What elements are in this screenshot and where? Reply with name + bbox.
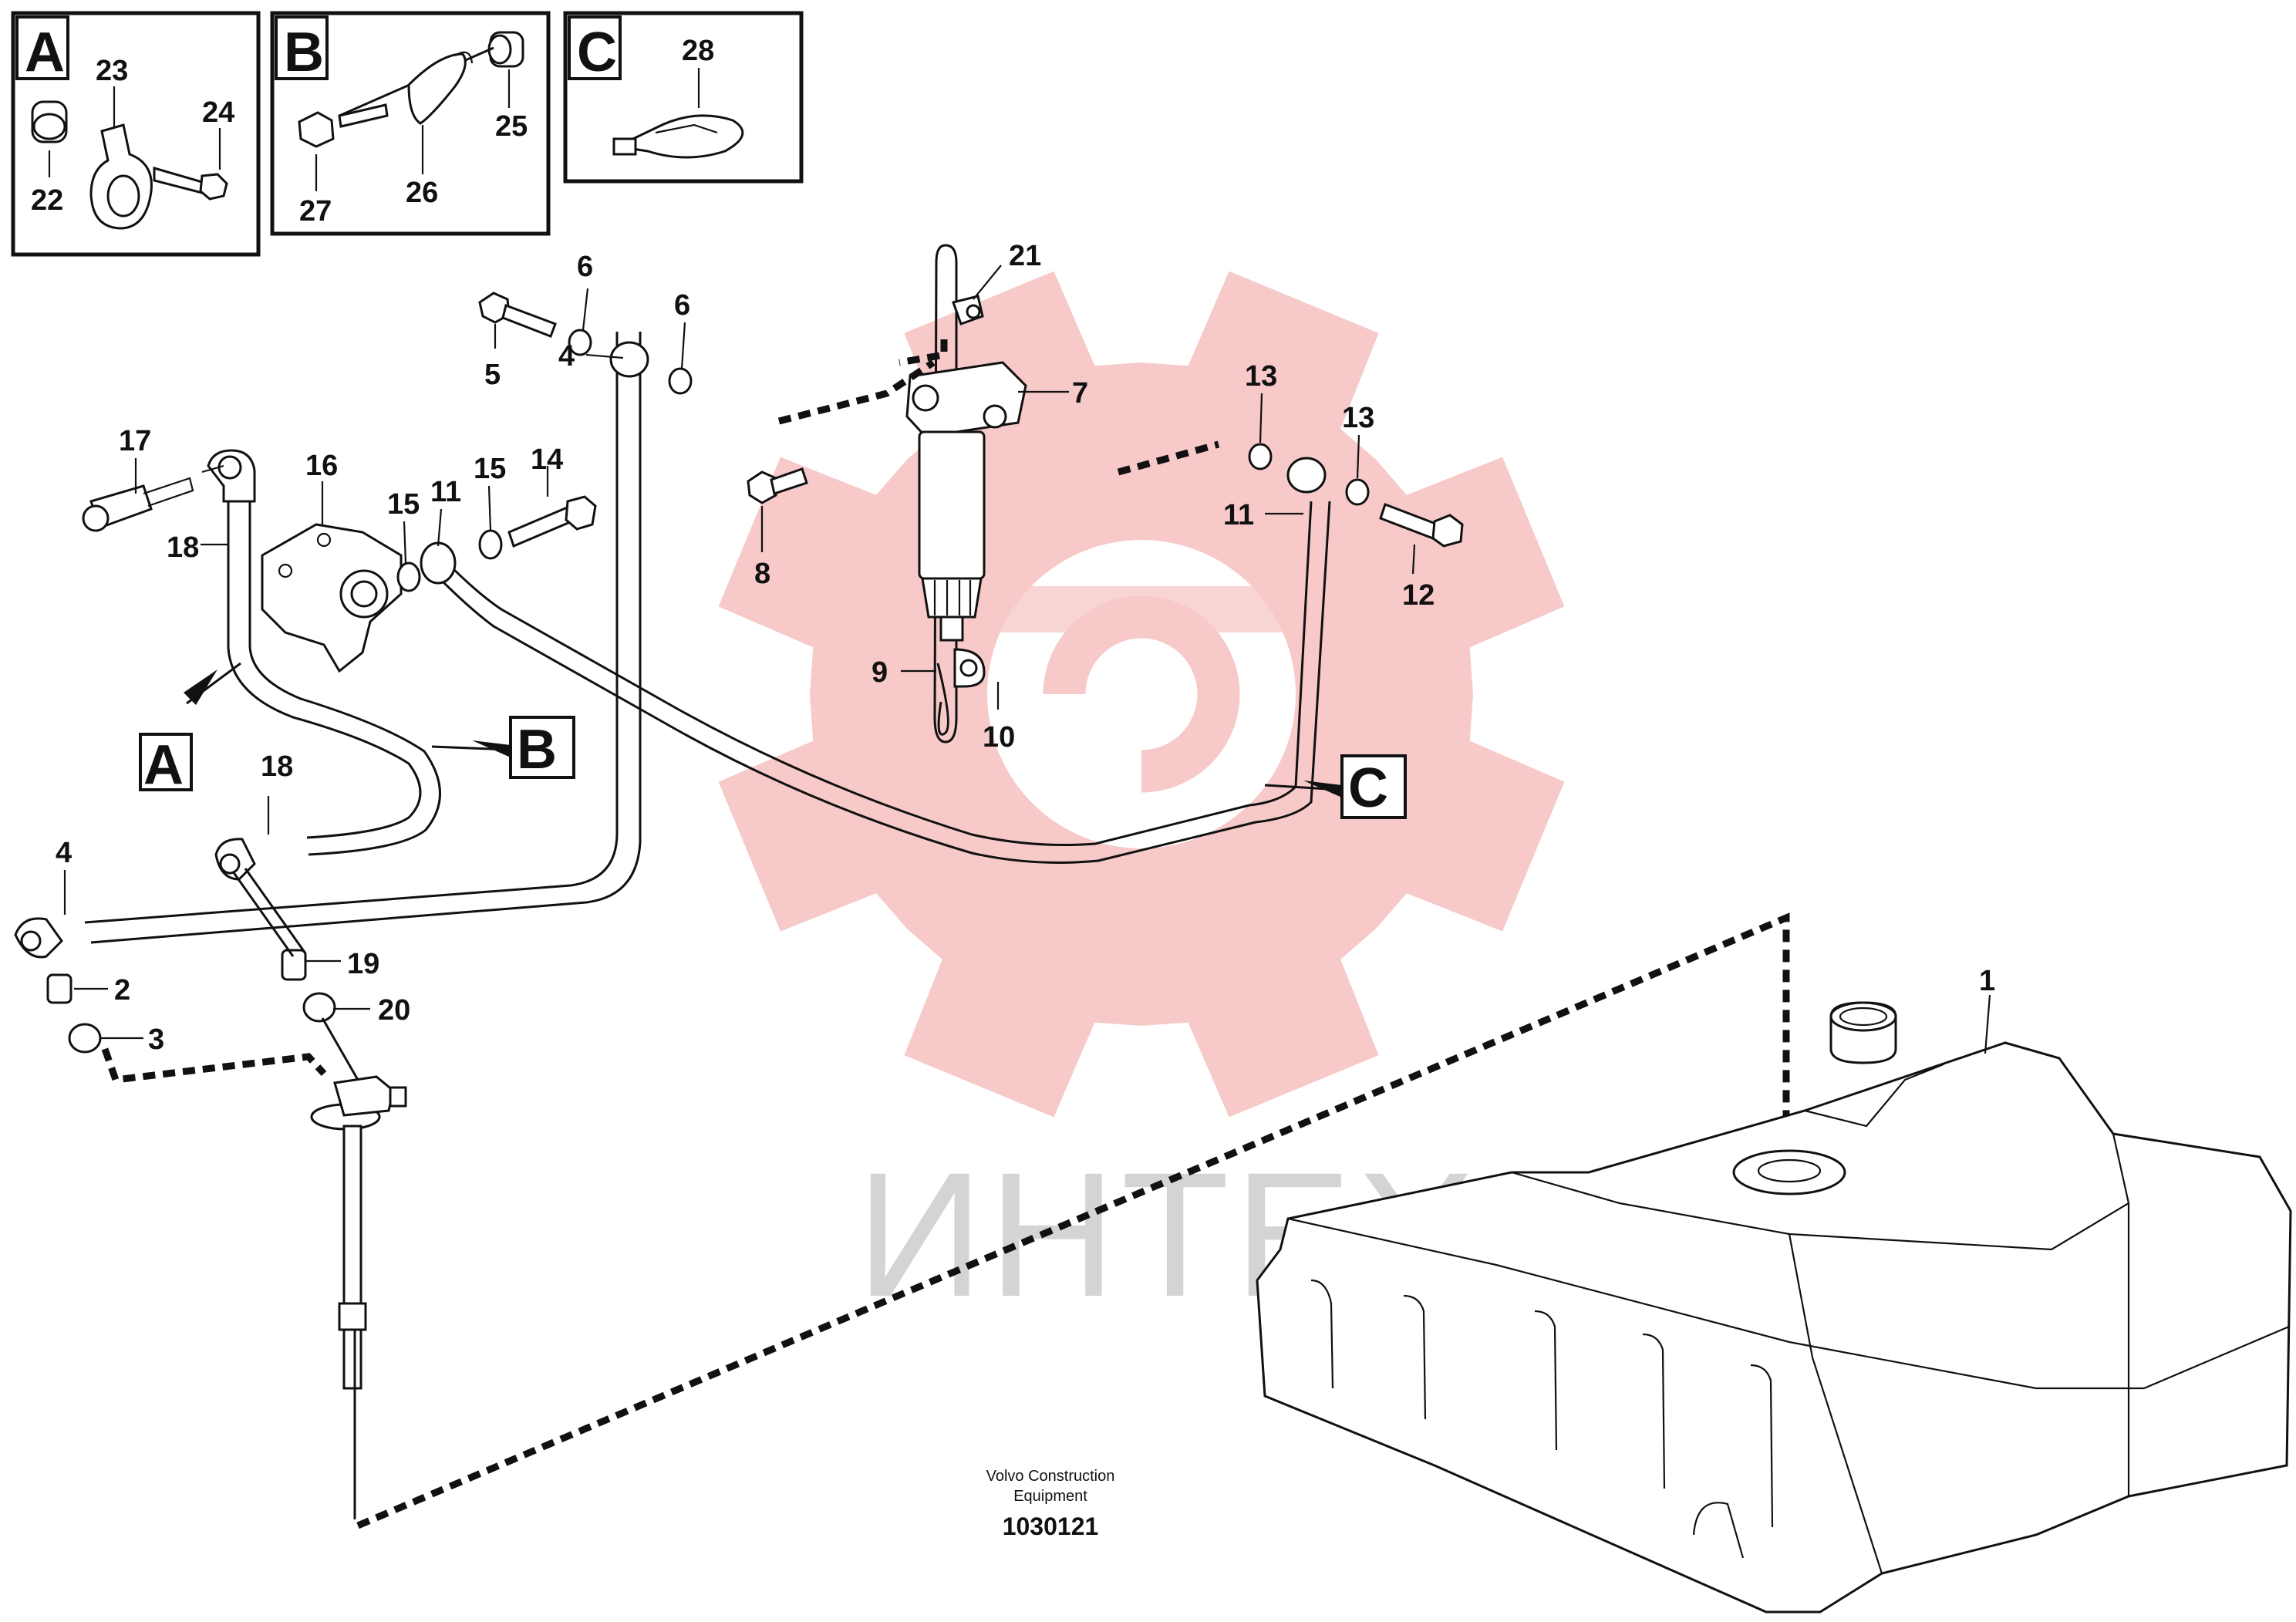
leader-lines xyxy=(63,265,1991,1054)
detail-b-parts xyxy=(298,31,524,191)
top-fittings xyxy=(478,292,1464,548)
callout-8: 8 xyxy=(754,558,770,590)
callout-16: 16 xyxy=(305,450,338,482)
callout-9: 9 xyxy=(872,656,888,689)
detail-box-c: C 28 xyxy=(563,11,804,184)
callout-13-left: 13 xyxy=(1245,360,1277,393)
detail-c-cable-tie xyxy=(612,68,744,159)
callout-13-right: 13 xyxy=(1342,402,1374,434)
callout-14: 14 xyxy=(531,443,563,476)
view-marker-c-letter: C xyxy=(1348,757,1388,819)
callout-17: 17 xyxy=(119,425,151,457)
callout-10: 10 xyxy=(983,721,1015,754)
callout-4-top: 4 xyxy=(558,340,575,373)
detail-box-a-letter: A xyxy=(25,22,65,83)
callout-6-top: 6 xyxy=(577,251,593,283)
watermark-gear-icon xyxy=(718,271,1565,1118)
callout-12: 12 xyxy=(1402,579,1435,612)
callout-25: 25 xyxy=(495,110,528,143)
detail-box-b-letter: B xyxy=(284,22,324,83)
callout-18-lower: 18 xyxy=(261,750,293,783)
callout-21: 21 xyxy=(1009,240,1041,272)
callout-24: 24 xyxy=(202,96,234,129)
view-marker-a: A xyxy=(139,662,241,796)
callout-28: 28 xyxy=(682,35,714,67)
dashed-connectors xyxy=(101,339,1790,1529)
callout-4-lower: 4 xyxy=(56,837,72,869)
footer-company-line1: Volvo Construction xyxy=(986,1468,1115,1485)
callout-19: 19 xyxy=(347,948,379,980)
fuel-filter-assembly xyxy=(905,244,1027,744)
lower-fittings xyxy=(14,838,407,1519)
view-marker-a-letter: A xyxy=(143,734,184,796)
callout-15-left: 15 xyxy=(387,488,420,521)
footer-drawing-number: 1030121 xyxy=(1003,1512,1099,1540)
callout-7: 7 xyxy=(1072,377,1088,410)
view-marker-c: C xyxy=(1264,754,1407,819)
detail-a-parts xyxy=(31,86,228,230)
callout-15-right: 15 xyxy=(474,453,506,485)
footer: Volvo Construction Equipment 1030121 xyxy=(986,1468,1115,1540)
callout-20: 20 xyxy=(378,994,410,1027)
callout-22: 22 xyxy=(31,184,63,217)
footer-company-line2: Equipment xyxy=(1013,1488,1087,1505)
callout-11-right: 11 xyxy=(1223,499,1254,531)
callout-27: 27 xyxy=(299,195,332,228)
callout-3: 3 xyxy=(148,1023,164,1056)
callout-11-pump: 11 xyxy=(430,476,461,508)
callout-5: 5 xyxy=(484,359,501,391)
callout-2: 2 xyxy=(114,974,130,1007)
fuel-tank xyxy=(1256,1001,2292,1614)
callout-6-second: 6 xyxy=(674,289,690,322)
watermark: ИНТЕХ xyxy=(718,271,1565,1334)
fuel-lines xyxy=(84,332,1331,944)
detail-box-c-letter: C xyxy=(577,22,617,83)
view-marker-b: B xyxy=(431,716,575,781)
callouts: 6 21 6 5 4 7 13 13 17 16 15 11 15 14 8 1… xyxy=(56,240,1995,1056)
callout-23: 23 xyxy=(96,55,128,87)
detail-box-a: A 23 24 22 xyxy=(11,11,261,257)
callout-18-top: 18 xyxy=(167,531,199,564)
callout-26: 26 xyxy=(406,177,438,209)
view-marker-b-letter: B xyxy=(517,719,557,781)
detail-box-b: B 25 27 26 xyxy=(270,11,551,236)
callout-1: 1 xyxy=(1979,965,1995,997)
pump-assembly xyxy=(82,449,597,673)
